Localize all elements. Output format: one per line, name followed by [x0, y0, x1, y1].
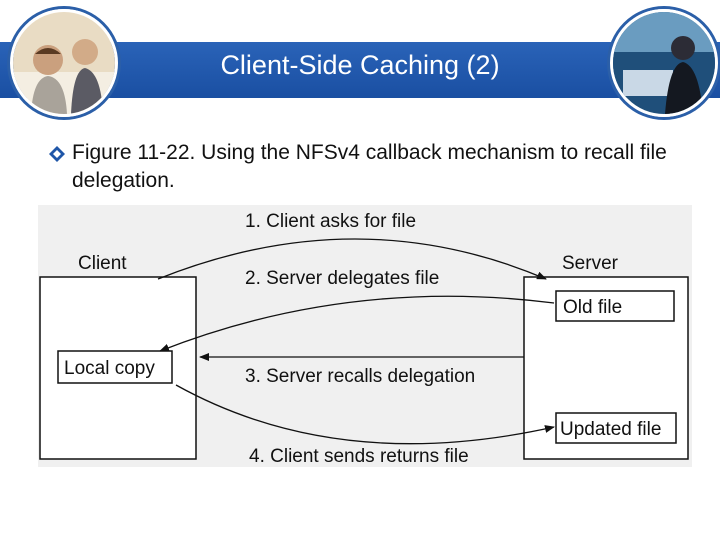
arrow-step2 [159, 295, 555, 352]
photo-left [10, 9, 118, 117]
local-copy-box [57, 350, 173, 384]
step1-label: 1. Client asks for file [245, 211, 416, 232]
old-file-label: Old file [563, 297, 622, 318]
step4-label: 4. Client sends returns file [249, 446, 469, 467]
title-bar [0, 42, 720, 98]
nfs-callback-diagram: Client Server Local copy Old file Update… [38, 205, 692, 467]
local-copy-label: Local copy [64, 358, 155, 379]
updated-file-box [555, 412, 677, 444]
old-file-box [555, 290, 675, 322]
photo-right [610, 9, 718, 117]
step2-label: 2. Server delegates file [245, 268, 439, 289]
updated-file-label: Updated file [560, 419, 661, 440]
server-label: Server [562, 253, 619, 274]
step3-label: 3. Server recalls delegation [245, 366, 475, 387]
arrow-step4 [175, 384, 555, 445]
diamond-bullet-icon [49, 146, 65, 162]
slide-title: Client-Side Caching (2) [220, 50, 500, 80]
client-label: Client [78, 253, 127, 274]
arrow-step1 [157, 238, 547, 280]
bullet-text: Figure 11-22. Using the NFSv4 callback m… [72, 141, 667, 192]
